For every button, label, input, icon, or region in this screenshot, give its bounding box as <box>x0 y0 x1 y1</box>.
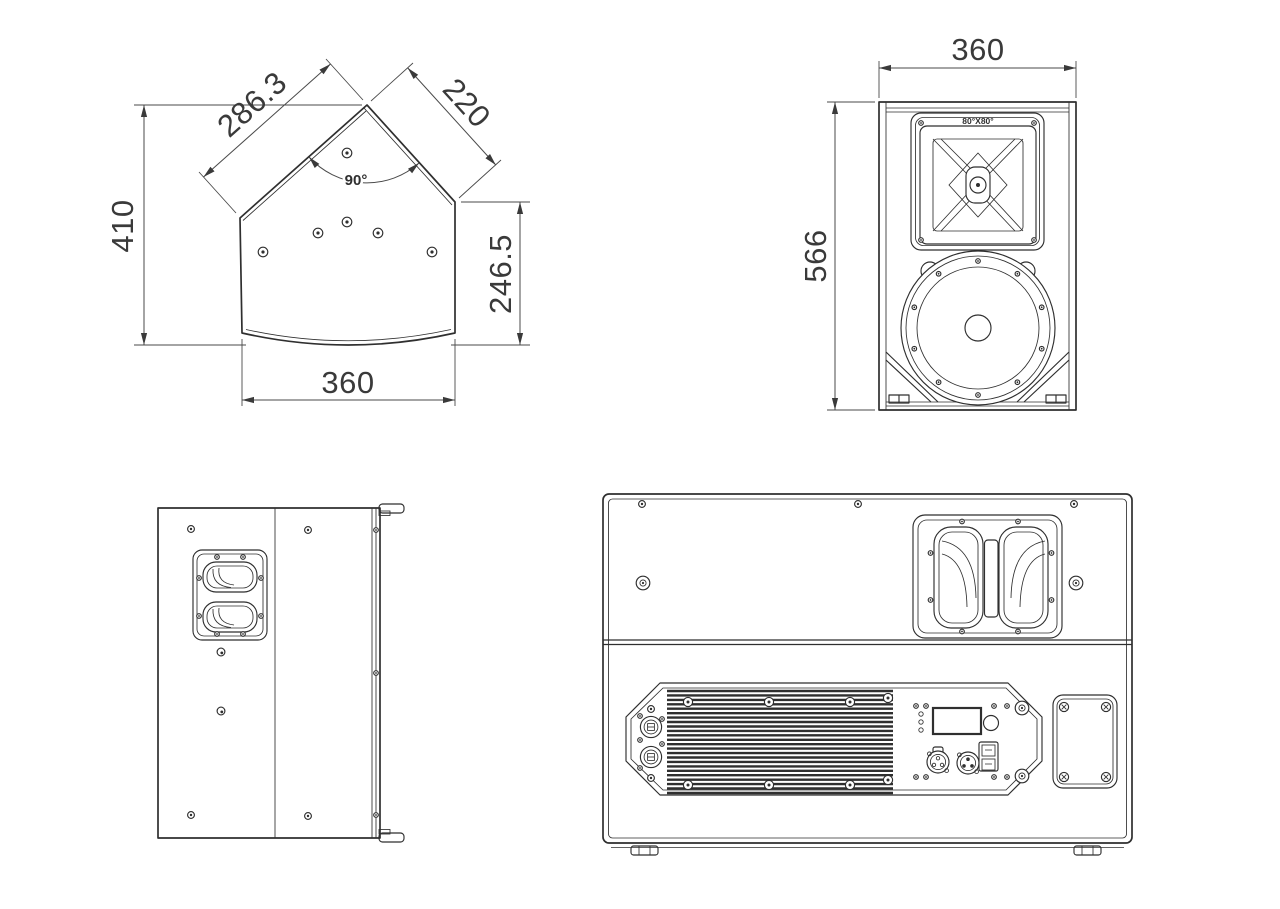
side-handle <box>192 549 268 641</box>
screw-icon <box>1070 500 1078 508</box>
front-view: 80°X80° <box>798 32 1077 411</box>
dim-line-right-edge <box>407 67 497 166</box>
heatsink-fins <box>667 689 893 795</box>
screw-icon <box>844 696 856 708</box>
rig-hole <box>372 227 384 239</box>
dim-right-edge-label: 220 <box>436 71 498 134</box>
speakon-connector <box>639 715 663 739</box>
control-knob <box>982 714 1000 732</box>
screw-icon <box>373 527 379 533</box>
amp-plate-outline <box>625 682 1043 796</box>
amp-controls <box>913 700 1030 784</box>
screw-icon <box>1058 701 1070 713</box>
horn-flare-lines <box>932 138 1024 232</box>
dim-right-height-label: 246.5 <box>483 234 518 314</box>
xlr-output <box>956 751 980 775</box>
dim-left-edge-label: 286.3 <box>210 64 293 143</box>
rig-hole <box>341 147 353 159</box>
rig-hole <box>341 216 353 228</box>
horn-dispersion-label: 80°X80° <box>962 116 994 126</box>
dim-width-label: 360 <box>951 32 1004 67</box>
amp-plate-inner <box>630 687 1038 791</box>
keyhole-icon <box>216 706 226 716</box>
lcd-display <box>931 706 983 736</box>
screw-icon <box>918 120 924 126</box>
screw-icon <box>1031 120 1037 126</box>
led-indicator <box>918 711 924 717</box>
screw-icon <box>854 500 862 508</box>
keyhole-icon <box>216 647 226 657</box>
screw-icon <box>304 812 312 820</box>
cover-plate <box>1052 694 1118 789</box>
screw-icon <box>373 670 379 676</box>
dim-front-height-label: 566 <box>798 229 833 282</box>
handle-center-bar <box>983 539 999 618</box>
screw-icon <box>763 779 775 791</box>
side-outline <box>157 507 381 839</box>
dim-height-label: 410 <box>105 199 140 252</box>
screw-icon <box>187 525 195 533</box>
screw-icon <box>763 696 775 708</box>
handle-grip <box>998 526 1049 629</box>
rear-inner-outline <box>608 498 1127 839</box>
rear-handle <box>912 514 1063 639</box>
extension-lines <box>241 339 456 406</box>
front-outline <box>878 101 1077 411</box>
side-panel-lines <box>274 508 377 838</box>
extension-lines <box>370 62 502 199</box>
screw-icon <box>844 779 856 791</box>
rig-hole <box>426 246 438 258</box>
power-inlet <box>978 741 999 772</box>
screw-icon <box>187 811 195 819</box>
handle-grip <box>202 601 258 633</box>
front-feet <box>888 394 1067 404</box>
rear-view <box>602 493 1133 856</box>
woofer <box>900 250 1056 406</box>
speakon-connector <box>639 745 663 769</box>
dust-cap <box>964 314 992 342</box>
screw-icon <box>882 774 894 786</box>
led-indicator <box>918 719 924 725</box>
handle-grip <box>202 561 258 593</box>
screw-icon <box>304 526 312 534</box>
rig-hole <box>257 246 269 258</box>
screw-icon <box>638 500 646 508</box>
extension-lines <box>827 101 875 411</box>
led-indicator <box>918 727 924 733</box>
xlr-input <box>926 746 950 774</box>
screw-icon <box>918 237 924 243</box>
top-view: 90° 410 360 246.5 286.3 220 <box>105 58 530 406</box>
screw-icon <box>1100 701 1112 713</box>
screw-icon <box>682 779 694 791</box>
handle-grip <box>933 526 984 629</box>
rear-feet <box>630 845 1102 856</box>
front-trim-lines <box>885 102 1070 410</box>
corner-braces <box>885 351 1070 403</box>
screw-icon <box>1068 575 1084 591</box>
screw-icon <box>682 696 694 708</box>
cabinet-joint-line <box>603 639 1132 646</box>
rig-hole <box>312 227 324 239</box>
screw-icon <box>1031 237 1037 243</box>
angle-label: 90° <box>345 172 368 189</box>
side-view <box>157 503 405 843</box>
screw-icon <box>1058 771 1070 783</box>
top-view-outline <box>239 104 456 346</box>
screw-icon <box>635 575 651 591</box>
horn-diamond <box>948 152 1008 218</box>
extension-lines <box>198 58 364 214</box>
horn: 80°X80° <box>910 112 1045 251</box>
rear-outline <box>602 493 1133 844</box>
front-bezel-tabs <box>378 503 405 843</box>
screw-icon <box>1100 771 1112 783</box>
dim-line-left-edge <box>203 63 331 178</box>
dim-bottom-width-label: 360 <box>321 365 374 400</box>
screw-icon <box>882 692 894 704</box>
amp-module <box>625 682 1043 796</box>
screw-icon <box>373 812 379 818</box>
